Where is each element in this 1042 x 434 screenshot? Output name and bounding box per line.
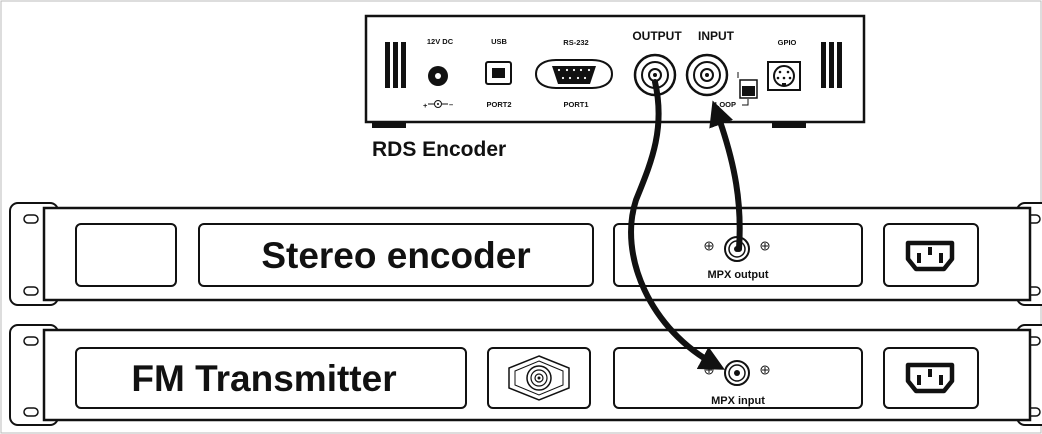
fm-transmitter-rack: MPX input FM Transmitter	[9, 324, 1042, 426]
rds-encoder-device: + –	[364, 14, 866, 128]
usb-port	[485, 61, 512, 85]
power-label: 12V DC	[427, 37, 454, 46]
rds-encoder-title: RDS Encoder	[372, 138, 506, 161]
loop-label: LOOP	[715, 100, 736, 109]
fm-transmitter-title: FM Transmitter	[131, 358, 396, 399]
port2-label: PORT2	[486, 100, 511, 109]
svg-text:+: +	[423, 101, 428, 110]
power-jack: + –	[423, 66, 453, 110]
stereo-encoder-rack: MPX output Stereo encoder	[9, 202, 1042, 306]
fm-title-panel	[75, 347, 467, 409]
gpio-port	[767, 61, 801, 91]
rs232-label: RS-232	[563, 38, 588, 47]
input-bnc-connector	[685, 53, 729, 97]
stereo-blank-panel	[75, 223, 177, 287]
loop-switch	[737, 72, 758, 106]
port1-label: PORT1	[563, 100, 588, 109]
svg-text:–: –	[449, 100, 453, 109]
input-label: INPUT	[698, 29, 735, 43]
output-label: OUTPUT	[632, 29, 682, 43]
rds-encoder-foot-right	[772, 122, 806, 128]
vent-grille-right	[821, 42, 842, 88]
rds-encoder-foot-left	[372, 122, 406, 128]
mpx-output-label: MPX output	[707, 269, 768, 281]
usb-label: USB	[491, 37, 507, 46]
dc-polarity-icon: + –	[423, 100, 453, 110]
stereo-power-inlet-icon	[905, 240, 955, 272]
antenna-n-connector-icon	[508, 355, 570, 401]
gpio-label: GPIO	[778, 38, 797, 47]
stereo-title-panel	[198, 223, 594, 287]
rs232-port	[534, 59, 614, 89]
cable-rds-output-to-mpx-input	[628, 79, 725, 370]
output-bnc-connector	[633, 53, 677, 97]
mpx-input-connector	[704, 360, 770, 386]
mpx-input-label: MPX input	[711, 395, 765, 407]
stereo-encoder-title: Stereo encoder	[261, 235, 530, 276]
vent-grille-left	[385, 42, 406, 88]
cable-mpx-output-to-rds-input	[709, 100, 743, 252]
fm-power-inlet-icon	[905, 362, 955, 394]
